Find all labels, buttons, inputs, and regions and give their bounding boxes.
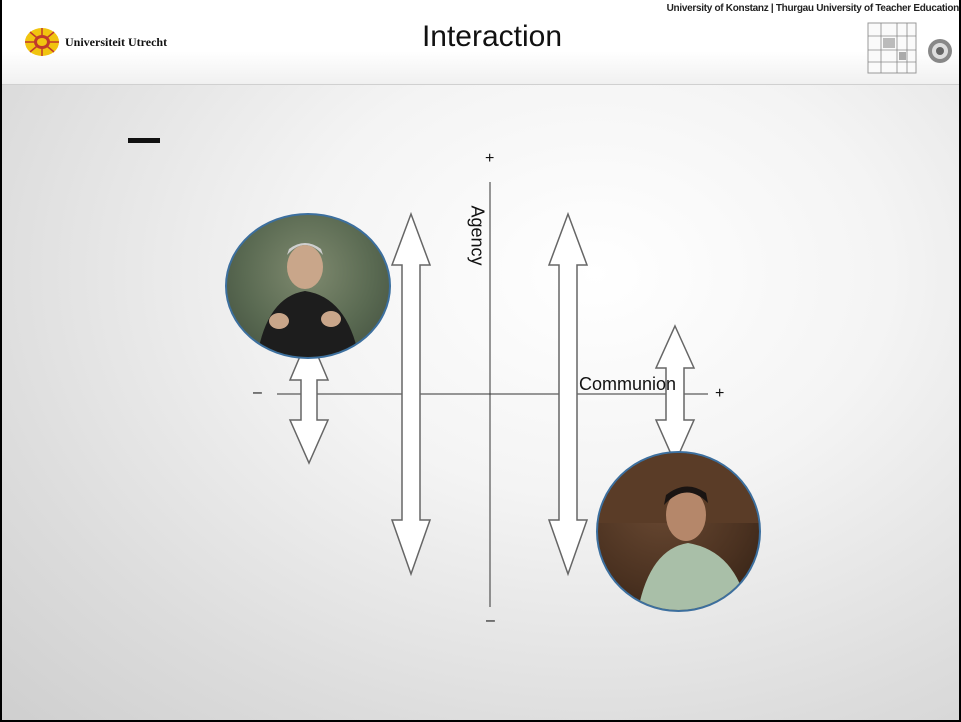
- slide-header: Universiteit Utrecht Interaction Univers…: [2, 0, 959, 85]
- arrow-left-large: [390, 211, 432, 577]
- header-divider: [2, 84, 959, 85]
- communion-plus-sign: +: [715, 385, 725, 402]
- student-photo: [596, 451, 761, 612]
- konstanz-logo-icon: [867, 22, 917, 74]
- communion-axis-label: Communion: [579, 374, 677, 394]
- agency-minus-sign: –: [486, 612, 495, 629]
- arrow-left-small: [288, 333, 330, 465]
- agency-axis-label: Agency: [467, 205, 488, 266]
- teacher-photo: [225, 213, 391, 359]
- thurgau-logo-icon: [928, 39, 952, 63]
- utrecht-sun-logo-icon: [25, 28, 59, 56]
- agency-plus-sign: +: [485, 150, 495, 167]
- bullet-dash: [128, 138, 160, 143]
- arrow-right-large: [547, 211, 589, 577]
- communion-minus-sign: –: [253, 384, 262, 401]
- affiliation-text: University of Konstanz | Thurgau Univers…: [666, 3, 959, 14]
- slide-title: Interaction: [421, 20, 563, 53]
- institution-name: Universiteit Utrecht: [65, 35, 168, 49]
